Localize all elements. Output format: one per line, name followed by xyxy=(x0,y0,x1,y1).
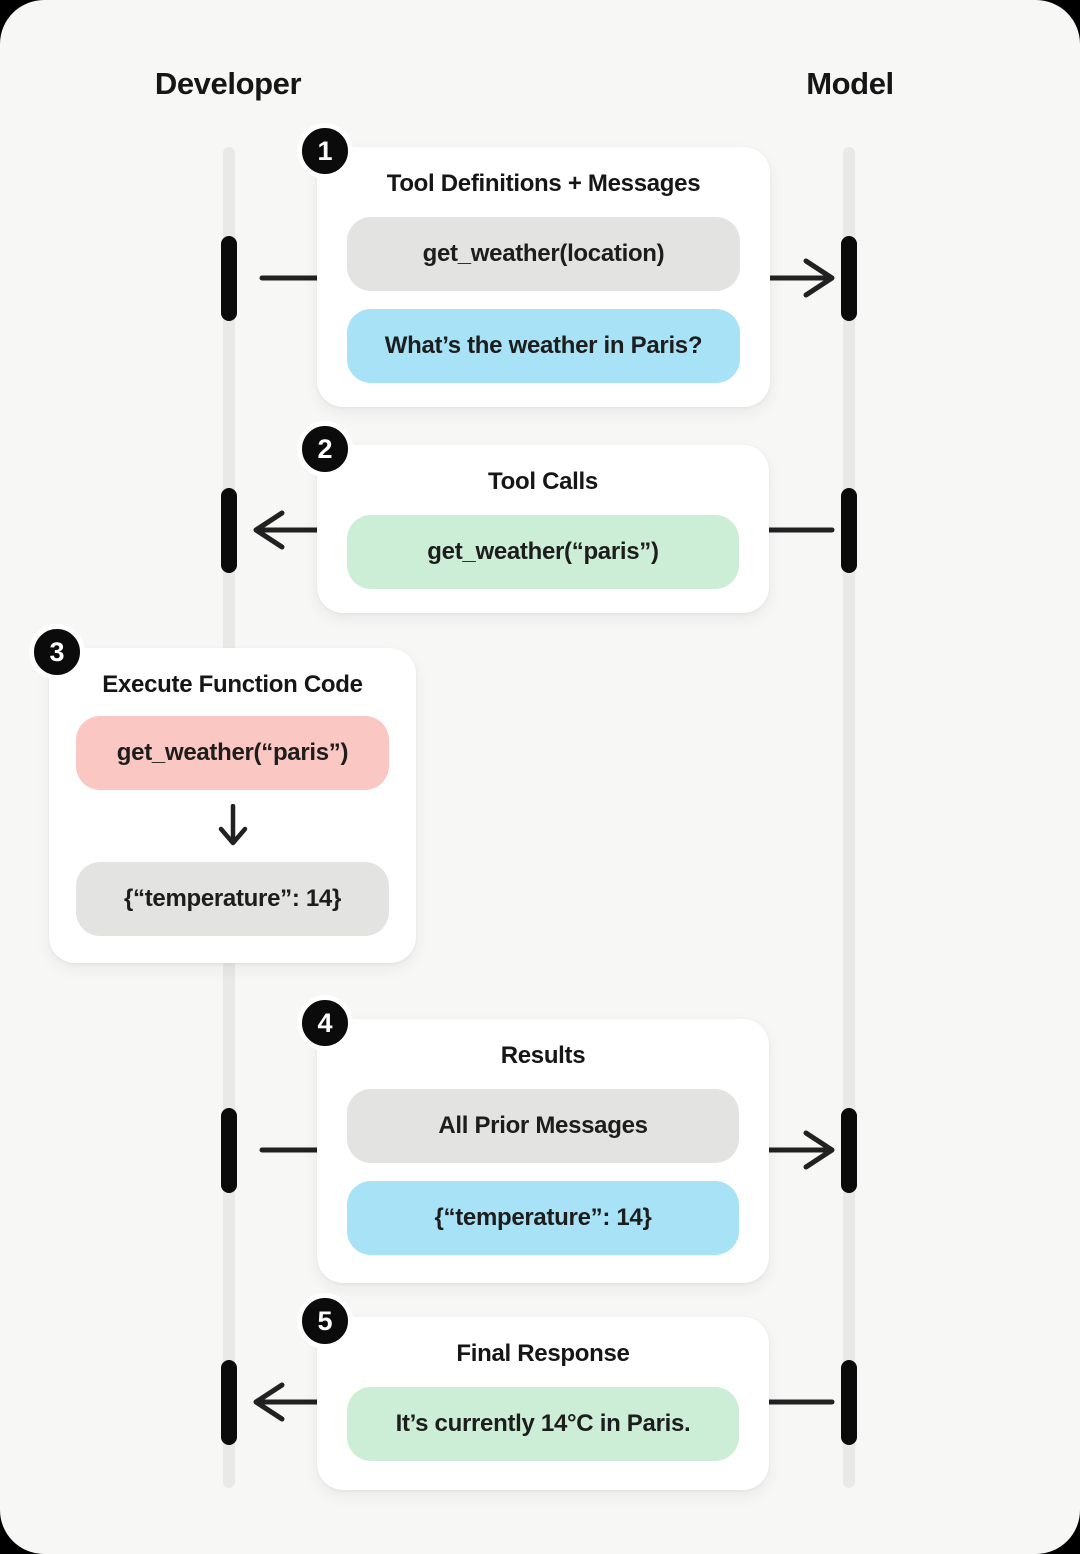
step-1-title: Tool Definitions + Messages xyxy=(386,170,701,197)
step-3-title: Execute Function Code xyxy=(102,671,363,698)
model-lifeline xyxy=(843,147,855,1488)
arrow-down-icon xyxy=(76,804,389,846)
step-5-title: Final Response xyxy=(456,1340,630,1367)
pill-user-message: What’s the weather in Paris? xyxy=(347,309,740,383)
model-activation-bar-step-1 xyxy=(841,236,857,321)
step-4-badge: 4 xyxy=(297,995,353,1051)
step-2-title: Tool Calls xyxy=(488,468,598,495)
step-3-badge: 3 xyxy=(29,624,85,680)
step-1-badge: 1 xyxy=(297,123,353,179)
pill-tool-result: {“temperature”: 14} xyxy=(347,1181,739,1255)
pill-final-response: It’s currently 14°C in Paris. xyxy=(347,1387,739,1461)
step-4-title: Results xyxy=(500,1042,586,1069)
actor-label-developer: Developer xyxy=(154,66,302,101)
actor-label-model: Model xyxy=(806,66,894,101)
step-1-card: 1 Tool Definitions + Messages get_weathe… xyxy=(297,123,770,407)
developer-activation-bar-step-1 xyxy=(221,236,237,321)
model-activation-bar-step-2 xyxy=(841,488,857,573)
step-2-badge: 2 xyxy=(297,421,353,477)
pill-tool-definition: get_weather(location) xyxy=(347,217,740,291)
pill-function-execution: get_weather(“paris”) xyxy=(76,716,389,790)
pill-tool-call: get_weather(“paris”) xyxy=(347,515,739,589)
pill-all-prior-messages: All Prior Messages xyxy=(347,1089,739,1163)
step-5-badge: 5 xyxy=(297,1293,353,1349)
model-activation-bar-step-4 xyxy=(841,1108,857,1193)
developer-activation-bar-step-2 xyxy=(221,488,237,573)
model-activation-bar-step-5 xyxy=(841,1360,857,1445)
developer-activation-bar-step-5 xyxy=(221,1360,237,1445)
step-3-card: 3 Execute Function Code get_weather(“par… xyxy=(29,624,416,963)
developer-activation-bar-step-4 xyxy=(221,1108,237,1193)
step-2-card: 2 Tool Calls get_weather(“paris”) xyxy=(297,421,769,613)
pill-function-result: {“temperature”: 14} xyxy=(76,862,389,936)
step-4-card: 4 Results All Prior Messages {“temperatu… xyxy=(297,995,769,1283)
step-5-card: 5 Final Response It’s currently 14°C in … xyxy=(297,1293,769,1490)
